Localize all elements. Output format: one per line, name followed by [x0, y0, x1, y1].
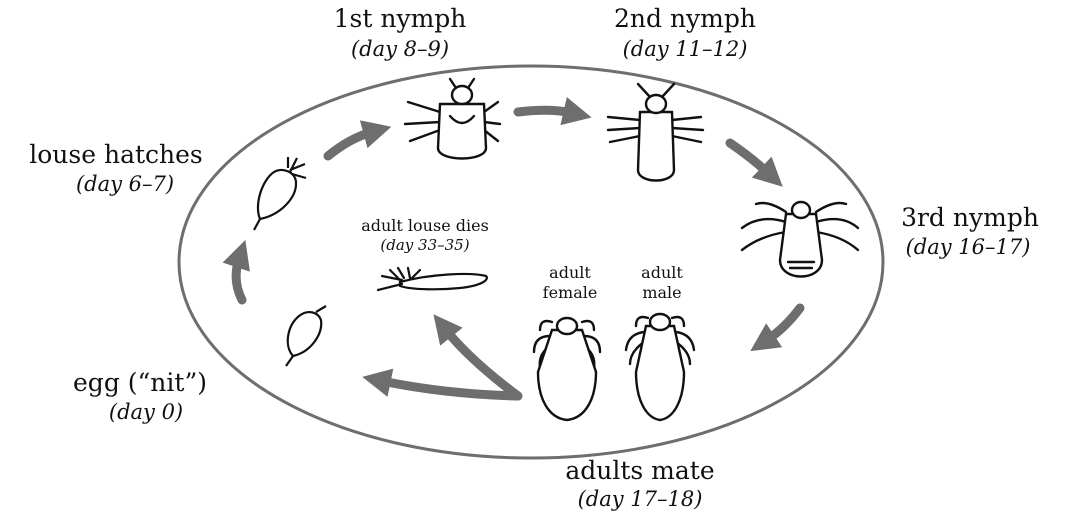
nymph3-label: 3rd nymph	[870, 205, 1070, 231]
first-nymph-illustration	[405, 79, 500, 159]
mate-day: (day 17–18)	[530, 488, 750, 510]
arrow-nymph1-to-nymph2	[518, 110, 572, 113]
egg-label: egg (“nit”)	[40, 370, 240, 396]
nymph1-label: 1st nymph	[295, 6, 505, 32]
male-label-line2: male	[622, 285, 702, 302]
arrow-hatch-to-nymph1	[328, 132, 372, 156]
dead-louse-illustration	[378, 268, 487, 290]
second-nymph-illustration	[608, 84, 703, 181]
mate-label: adults mate	[530, 458, 750, 484]
arrow-nymph3-to-adults	[767, 308, 800, 340]
third-nymph-illustration	[742, 202, 858, 277]
nymph2-day: (day 11–12)	[580, 38, 790, 60]
female-label-line2: female	[530, 285, 610, 302]
egg-illustration	[286, 306, 326, 366]
arrow-egg-to-hatch	[236, 259, 242, 300]
female-label-line1: adult	[530, 265, 610, 282]
adult-female-illustration	[534, 318, 600, 420]
male-label-line1: adult	[622, 265, 702, 282]
arrow-adults-to-death	[446, 330, 518, 396]
nymph3-day: (day 16–17)	[868, 236, 1068, 258]
hatching-louse-illustration	[254, 157, 306, 230]
arrow-nymph2-to-nymph3	[730, 143, 768, 173]
cycle-ring	[179, 66, 883, 458]
dies-label: adult louse dies	[330, 218, 520, 235]
egg-day: (day 0)	[46, 401, 246, 423]
nymph1-day: (day 8–9)	[295, 38, 505, 60]
adult-male-illustration	[626, 314, 694, 420]
dies-day: (day 33–35)	[330, 238, 520, 254]
hatch-label: louse hatches	[6, 142, 226, 168]
hatch-day: (day 6–7)	[20, 173, 230, 195]
nymph2-label: 2nd nymph	[580, 6, 790, 32]
